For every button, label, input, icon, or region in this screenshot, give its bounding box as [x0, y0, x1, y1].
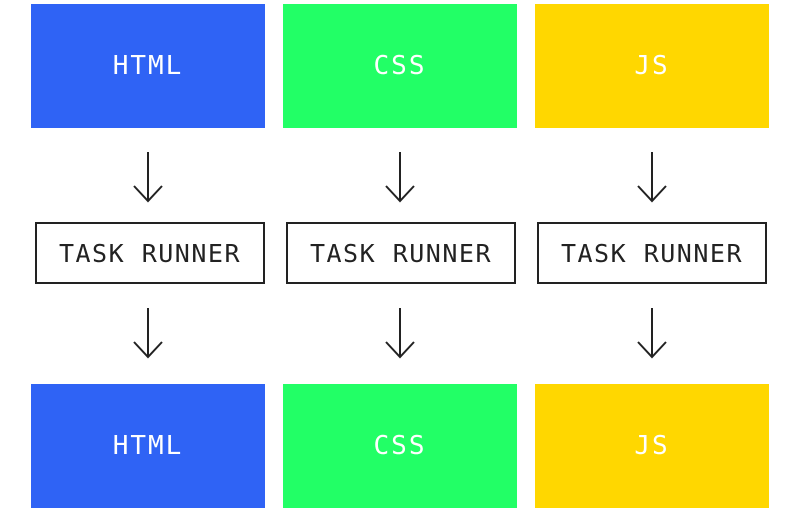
js-input-block: JS [535, 4, 769, 128]
arrow-down-icon [632, 306, 672, 362]
css-input-label: CSS [373, 51, 427, 81]
arrow-down-icon [128, 150, 168, 206]
html-input-label: HTML [112, 51, 184, 81]
css-output-block: CSS [283, 384, 517, 508]
task-runner-box-css: TASK RUNNER [286, 222, 516, 284]
task-runner-box-js: TASK RUNNER [537, 222, 767, 284]
js-output-label: JS [634, 431, 670, 461]
task-runner-box-html: TASK RUNNER [35, 222, 265, 284]
js-input-label: JS [634, 51, 670, 81]
html-output-label: HTML [112, 431, 184, 461]
arrow-down-icon [380, 306, 420, 362]
task-runner-label: TASK RUNNER [560, 238, 744, 268]
arrow-down-icon [632, 150, 672, 206]
arrow-down-icon [380, 150, 420, 206]
js-output-block: JS [535, 384, 769, 508]
arrow-down-icon [128, 306, 168, 362]
task-runner-label: TASK RUNNER [309, 238, 493, 268]
html-input-block: HTML [31, 4, 265, 128]
task-runner-label: TASK RUNNER [58, 238, 242, 268]
html-output-block: HTML [31, 384, 265, 508]
css-input-block: CSS [283, 4, 517, 128]
css-output-label: CSS [373, 431, 427, 461]
